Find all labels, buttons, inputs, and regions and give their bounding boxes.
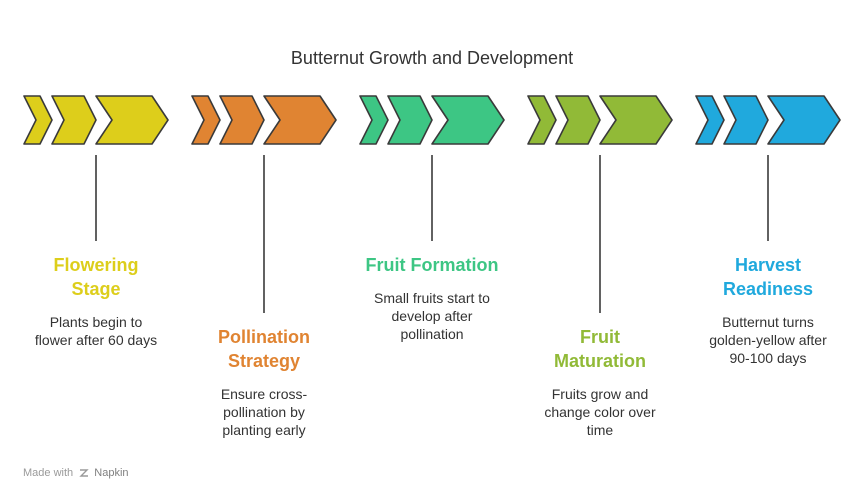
stage-description: Fruits grow and change color over time [518,385,682,439]
stage-description-line: pollination [400,326,464,342]
stage-description: Plants begin to flower after 60 days [14,313,178,349]
stage-description-line: Fruits grow and [551,386,649,402]
chevron-arrow [723,95,769,145]
stage-title: Fruit Formation [350,253,514,277]
stage-title-line: Pollination [218,327,310,347]
diagram-title: Butternut Growth and Development [290,48,574,68]
stage-description-line: Plants begin to [49,314,143,330]
stage-description: Butternut turns golden-yellow after 90-100… [686,313,850,367]
stage-chevrons [191,95,337,145]
made-with-footer: Made with Napkin [23,467,129,479]
stage-description-line: Small fruits start to [374,290,490,306]
stage-title-line: Readiness [722,279,814,299]
chevron-arrow [431,95,505,145]
stage-chevrons [527,95,673,145]
chevron-arrow [767,95,841,145]
chevron-arrow [23,95,53,145]
stage-description-line: golden-yellow after [709,332,827,348]
stage-chevrons [695,95,841,145]
stage-description-line: 90-100 days [729,350,807,366]
stage-description-line: Ensure cross- [220,386,308,402]
napkin-logo-icon [79,469,89,477]
chevron-arrow [527,95,557,145]
chevron-arrow [263,95,337,145]
stage-description-line: flower after 60 days [34,332,158,348]
footer-brand: Napkin [94,467,129,479]
chevron-arrow [359,95,389,145]
stage-description-line: pollination by [223,404,305,420]
chevron-arrow [599,95,673,145]
stage-description: Ensure cross-pollination by planting earl… [182,385,346,439]
chevron-arrow [191,95,221,145]
chevron-arrow [51,95,97,145]
stage-chevrons [23,95,169,145]
stage-title-line: Strategy [227,351,301,371]
stage-title-line: Maturation [554,351,646,371]
stage-description-line: planting early [222,422,306,438]
chevron-arrow [219,95,265,145]
stage-description: Small fruits start to develop after pollin… [350,289,514,343]
stage-description-line: change color over [544,404,656,420]
stage-title-line: Stage [71,279,121,299]
footer-prefix: Made with [23,467,74,479]
stage-title-line: Fruit Formation [365,255,499,275]
chevron-arrow [95,95,169,145]
stage-description-line: Butternut turns [722,314,814,330]
stage-title-line: Harvest [734,255,802,275]
stage-title-line: Flowering [53,255,139,275]
stage-title-line: Fruit [580,327,620,347]
stage-description-line: time [586,422,614,438]
chevron-arrow [695,95,725,145]
chevron-arrow [387,95,433,145]
stage-description-line: develop after [391,308,473,324]
chevron-arrow [555,95,601,145]
stage-chevrons [359,95,505,145]
